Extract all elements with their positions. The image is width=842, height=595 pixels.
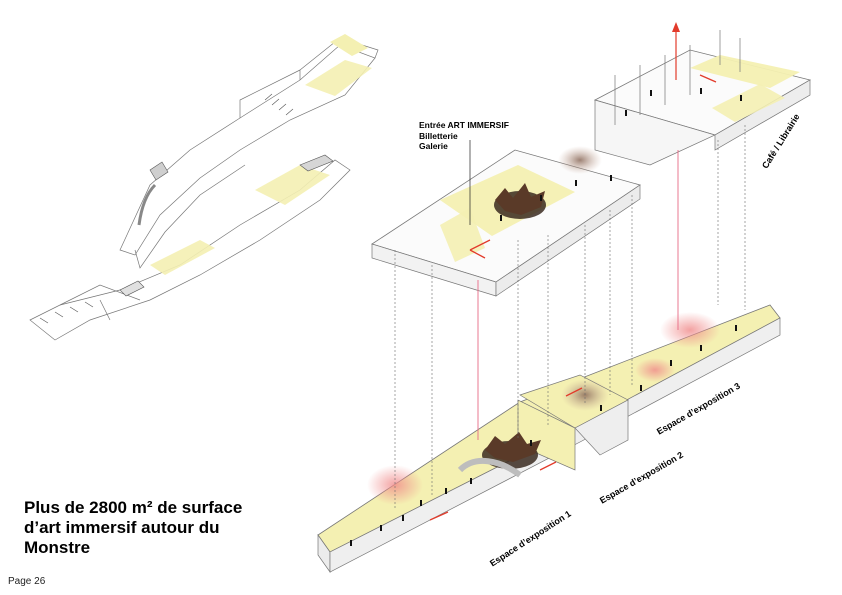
headline-line-2: d’art immersif autour du bbox=[24, 518, 220, 537]
visitor-figures bbox=[350, 88, 742, 546]
entry-billetterie: Billetterie bbox=[419, 130, 458, 141]
cafe-floor-slab bbox=[593, 49, 812, 166]
overview-details-upper bbox=[137, 93, 294, 226]
overview-yellow-area-1 bbox=[305, 60, 372, 96]
overview-yellow-area-3 bbox=[255, 165, 330, 205]
upper-floor-slab bbox=[371, 149, 641, 297]
up-arrow-head bbox=[672, 22, 680, 32]
headline-line-3: Monstre bbox=[24, 538, 91, 557]
entry-galerie: Galerie bbox=[419, 141, 448, 151]
overview-yellow-area-4 bbox=[150, 240, 215, 275]
flow-arrows bbox=[429, 74, 717, 521]
page-number: Page 26 bbox=[8, 576, 46, 587]
lower-floor-artwork bbox=[457, 432, 541, 478]
vertical-connectors bbox=[394, 125, 746, 510]
overview-yellow-area-2 bbox=[330, 34, 368, 56]
entry-title: Entrée ART IMMERSIF bbox=[419, 120, 509, 130]
headline: Plus de 2800 m² de surface d’art immersi… bbox=[24, 498, 294, 558]
entry-label-block: Entrée ART IMMERSIF Billetterie Galerie bbox=[419, 120, 509, 152]
headline-line-1: Plus de 2800 m² de surface bbox=[24, 498, 243, 517]
upper-floor-artwork bbox=[494, 146, 602, 219]
cafe-walls bbox=[614, 30, 741, 125]
overview-details-lower bbox=[39, 154, 334, 324]
